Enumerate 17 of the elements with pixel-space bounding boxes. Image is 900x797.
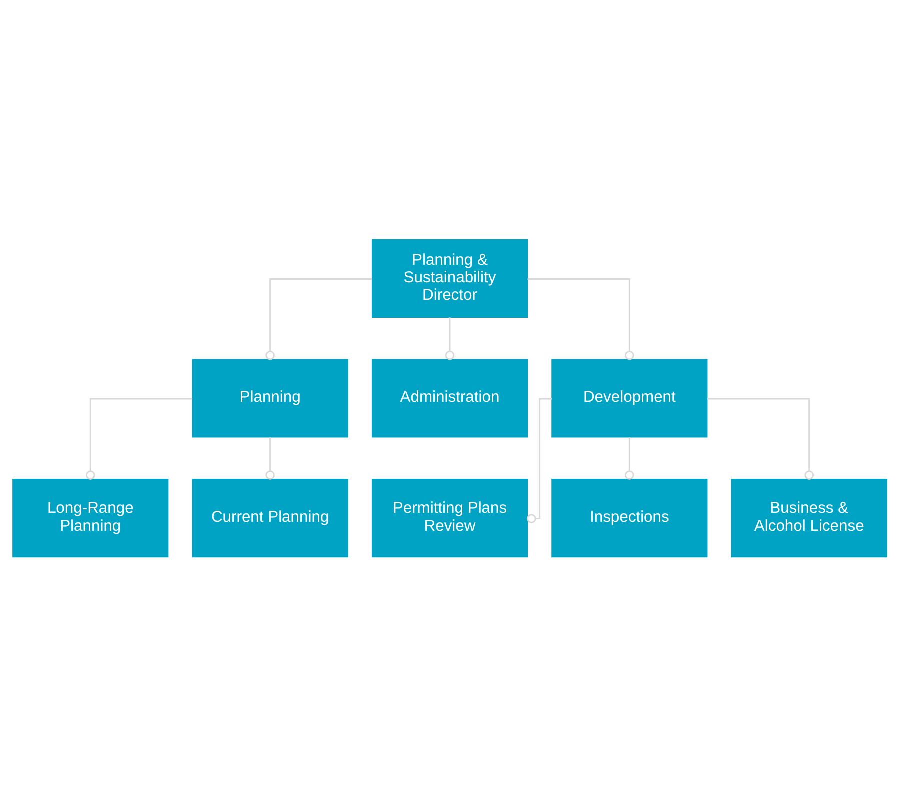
node-box: Business & Alcohol License	[731, 479, 888, 558]
node-box: Permitting Plans Review	[372, 479, 528, 558]
node-box: Planning & Sustainability Director	[372, 239, 528, 318]
connector	[707, 398, 814, 480]
connector	[266, 278, 372, 360]
node-box: Long-Range Planning	[12, 479, 169, 558]
node-box: Planning	[192, 359, 348, 438]
connector	[86, 398, 193, 480]
node-box: Administration	[372, 359, 528, 438]
connector	[625, 437, 634, 480]
node-box: Current Planning	[192, 479, 348, 558]
connector	[528, 278, 634, 360]
connector	[526, 398, 552, 524]
connector	[445, 318, 455, 360]
node-box: Inspections	[552, 479, 708, 558]
connector	[266, 437, 275, 480]
node-box: Development	[552, 359, 708, 438]
